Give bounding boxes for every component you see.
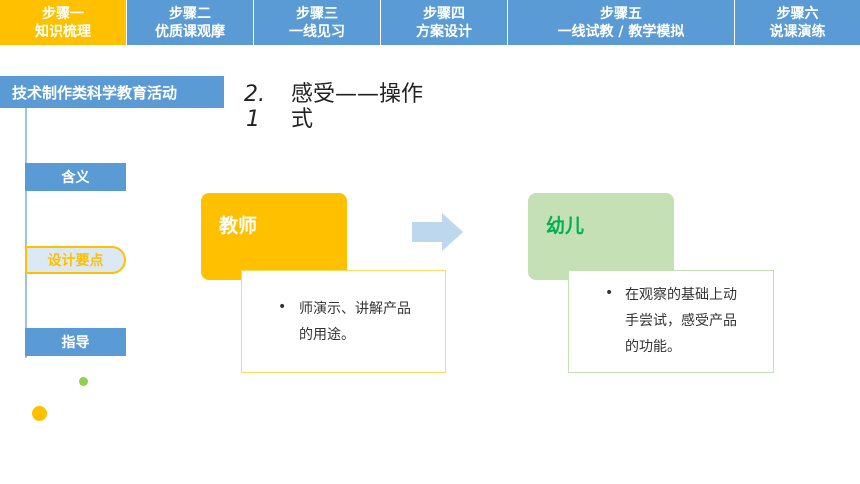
tab-step-name: 说课演练 (769, 23, 826, 40)
decor-dot-green (79, 377, 88, 386)
tab-step-label: 步骤一 (42, 5, 84, 22)
tab-step-label: 步骤三 (296, 5, 338, 22)
section-title: 技术制作类科学教育活动 (0, 76, 224, 108)
heading-text-line1: 感受——操作 (291, 82, 424, 107)
tab-step-5[interactable]: 步骤五 一线试教 / 教学模拟 (508, 0, 735, 45)
heading-text: 感受——操作 式 (291, 82, 451, 132)
right-arrow-icon (412, 213, 463, 251)
child-desc-box: • 在观察的基础上动手尝试，感受产品的功能。 (568, 270, 774, 373)
teacher-desc-box: • 师演示、讲解产品的用途。 (241, 270, 446, 373)
tab-step-3[interactable]: 步骤三 一线见习 (254, 0, 381, 45)
child-card: 幼儿 (528, 193, 674, 280)
tab-step-name: 知识梳理 (35, 23, 91, 40)
tab-step-2[interactable]: 步骤二 优质课观摩 (127, 0, 254, 45)
heading-number-line1: 2. (244, 82, 265, 107)
bullet-icon: • (605, 285, 614, 301)
tab-step-label: 步骤四 (423, 5, 465, 22)
tab-step-label: 步骤二 (169, 5, 211, 22)
sidebar-timeline (25, 108, 27, 358)
tab-step-4[interactable]: 步骤四 方案设计 (381, 0, 508, 45)
heading-text-line2: 式 (291, 107, 314, 132)
sidebar-item-design-points[interactable]: 设计要点 (25, 246, 126, 274)
bullet-icon: • (278, 299, 287, 315)
sidebar-item-meaning[interactable]: 含义 (25, 163, 126, 191)
decor-dot-yellow (32, 406, 47, 421)
tab-step-1[interactable]: 步骤一 知识梳理 (0, 0, 127, 45)
step-tabs: 步骤一 知识梳理 步骤二 优质课观摩 步骤三 一线见习 步骤四 方案设计 步骤五… (0, 0, 860, 45)
heading-number-line2: 1 (246, 107, 260, 132)
teacher-card: 教师 (201, 193, 347, 280)
tab-step-label: 步骤五 (600, 5, 642, 22)
teacher-desc: 师演示、讲解产品的用途。 (299, 301, 411, 343)
child-desc: 在观察的基础上动手尝试，感受产品的功能。 (625, 287, 737, 355)
tab-step-6[interactable]: 步骤六 说课演练 (735, 0, 860, 45)
heading-number: 2. 1 (244, 82, 284, 132)
tab-step-name: 优质课观摩 (155, 23, 225, 40)
tab-step-name: 方案设计 (416, 23, 472, 40)
tab-step-label: 步骤六 (776, 5, 819, 22)
sidebar-item-guidance[interactable]: 指导 (25, 328, 126, 356)
child-label: 幼儿 (546, 215, 585, 237)
tab-step-name: 一线见习 (289, 23, 345, 40)
teacher-label: 教师 (219, 215, 258, 237)
tab-step-name: 一线试教 / 教学模拟 (557, 23, 685, 40)
